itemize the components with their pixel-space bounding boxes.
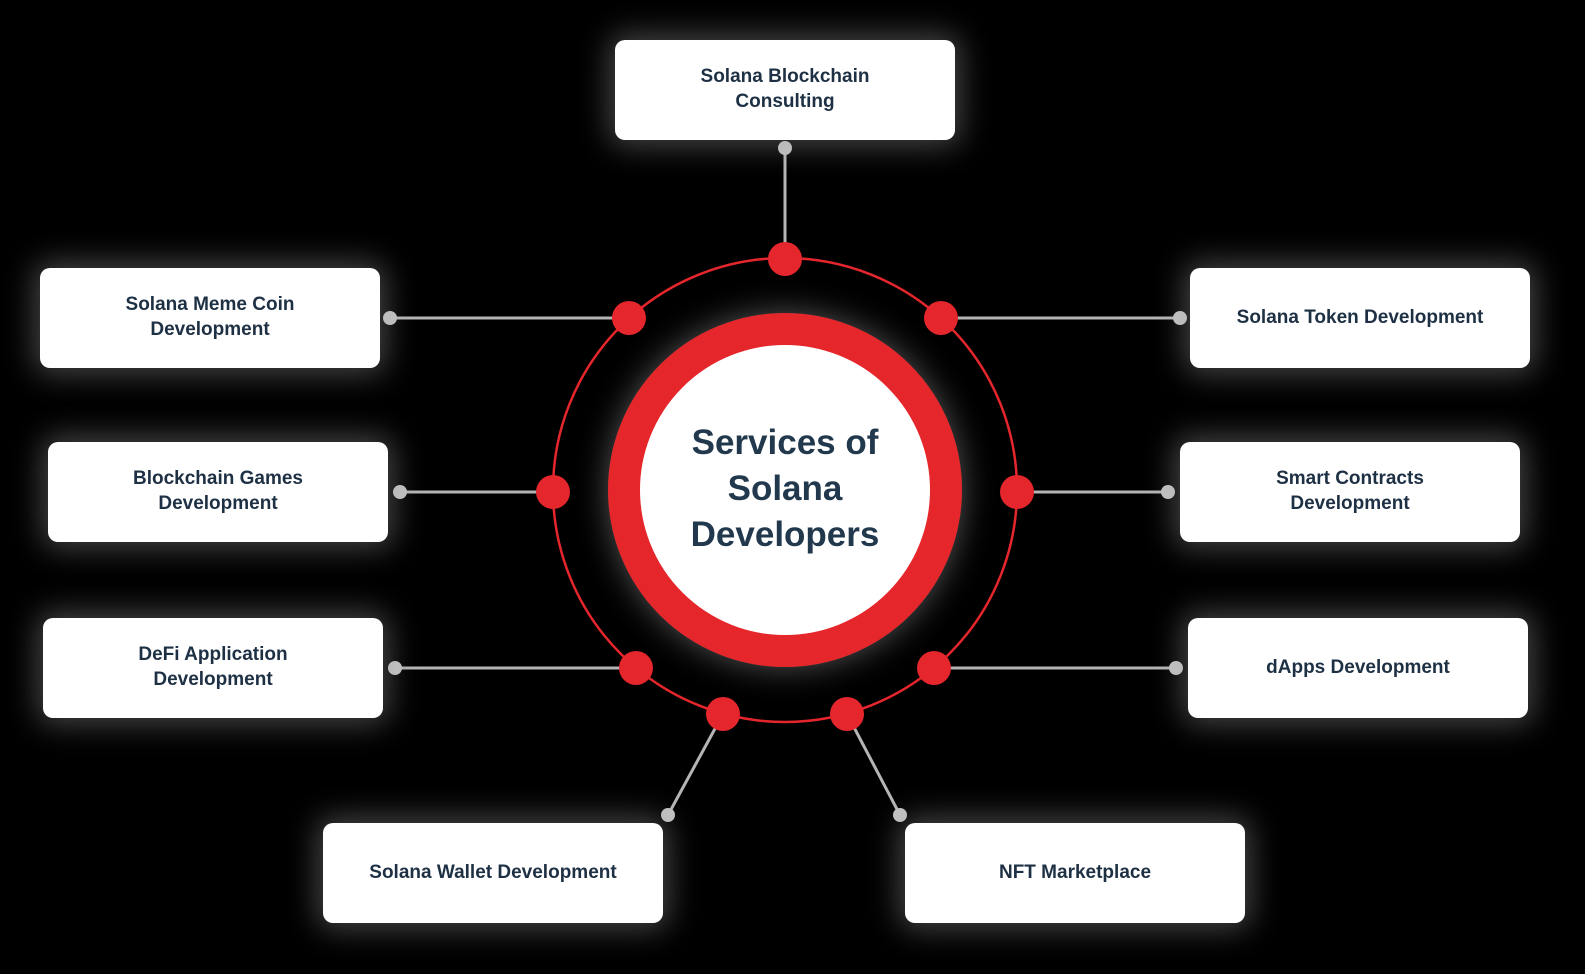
endpoint-dot-top bbox=[778, 141, 792, 155]
endpoint-dot-lower-right bbox=[1169, 661, 1183, 675]
node-label-solana-wallet-development: Solana Wallet Development bbox=[369, 861, 617, 883]
hub-dots bbox=[536, 242, 1034, 731]
endpoint-dot-upper-left bbox=[383, 311, 397, 325]
node-smart-contracts-development: Smart Contracts Development bbox=[1180, 442, 1520, 542]
node-solana-meme-coin-development: Solana Meme Coin Development bbox=[40, 268, 380, 368]
node-label-solana-token-development: Solana Token Development bbox=[1236, 306, 1484, 328]
hub-dot-lower-right bbox=[917, 651, 951, 685]
hub-dot-bottom-right bbox=[830, 697, 864, 731]
endpoint-dot-left bbox=[393, 485, 407, 499]
center-title: Services of Solana Developers bbox=[690, 423, 880, 555]
endpoint-dot-lower-left bbox=[388, 661, 402, 675]
hub-dot-right bbox=[1000, 475, 1034, 509]
node-label-defi-application-development: DeFi Application Development bbox=[138, 644, 288, 690]
node-label-smart-contracts-development: Smart Contracts Development bbox=[1276, 468, 1424, 514]
endpoint-dot-right bbox=[1161, 485, 1175, 499]
connector-bottom-right bbox=[845, 713, 902, 816]
node-label-solana-meme-coin-development: Solana Meme Coin Development bbox=[125, 294, 295, 340]
connector-lines bbox=[390, 148, 1180, 816]
center-circle bbox=[608, 313, 962, 667]
node-label-nft-marketplace: NFT Marketplace bbox=[998, 861, 1152, 883]
connector-bottom-left bbox=[666, 713, 725, 816]
node-dapps-development: dApps Development bbox=[1188, 618, 1528, 718]
node-label-solana-blockchain-consulting: Solana Blockchain Consulting bbox=[700, 66, 870, 112]
hub-dot-top bbox=[768, 242, 802, 276]
hub-dot-upper-left bbox=[612, 301, 646, 335]
node-label-blockchain-games-development: Blockchain Games Development bbox=[132, 468, 304, 514]
node-nft-marketplace: NFT Marketplace bbox=[905, 823, 1245, 923]
node-label-dapps-development: dApps Development bbox=[1266, 656, 1450, 678]
endpoint-dot-bottom-right bbox=[893, 808, 907, 822]
node-blockchain-games-development: Blockchain Games Development bbox=[48, 442, 388, 542]
endpoint-dot-bottom-left bbox=[661, 808, 675, 822]
hub-dot-bottom-left bbox=[706, 697, 740, 731]
hub-dot-upper-right bbox=[924, 301, 958, 335]
node-defi-application-development: DeFi Application Development bbox=[43, 618, 383, 718]
endpoint-dot-upper-right bbox=[1173, 311, 1187, 325]
node-solana-wallet-development: Solana Wallet Development bbox=[323, 823, 663, 923]
hub-dot-lower-left bbox=[619, 651, 653, 685]
node-solana-token-development: Solana Token Development bbox=[1190, 268, 1530, 368]
hub-dot-left bbox=[536, 475, 570, 509]
endpoint-dots bbox=[383, 141, 1187, 822]
node-solana-blockchain-consulting: Solana Blockchain Consulting bbox=[615, 40, 955, 140]
